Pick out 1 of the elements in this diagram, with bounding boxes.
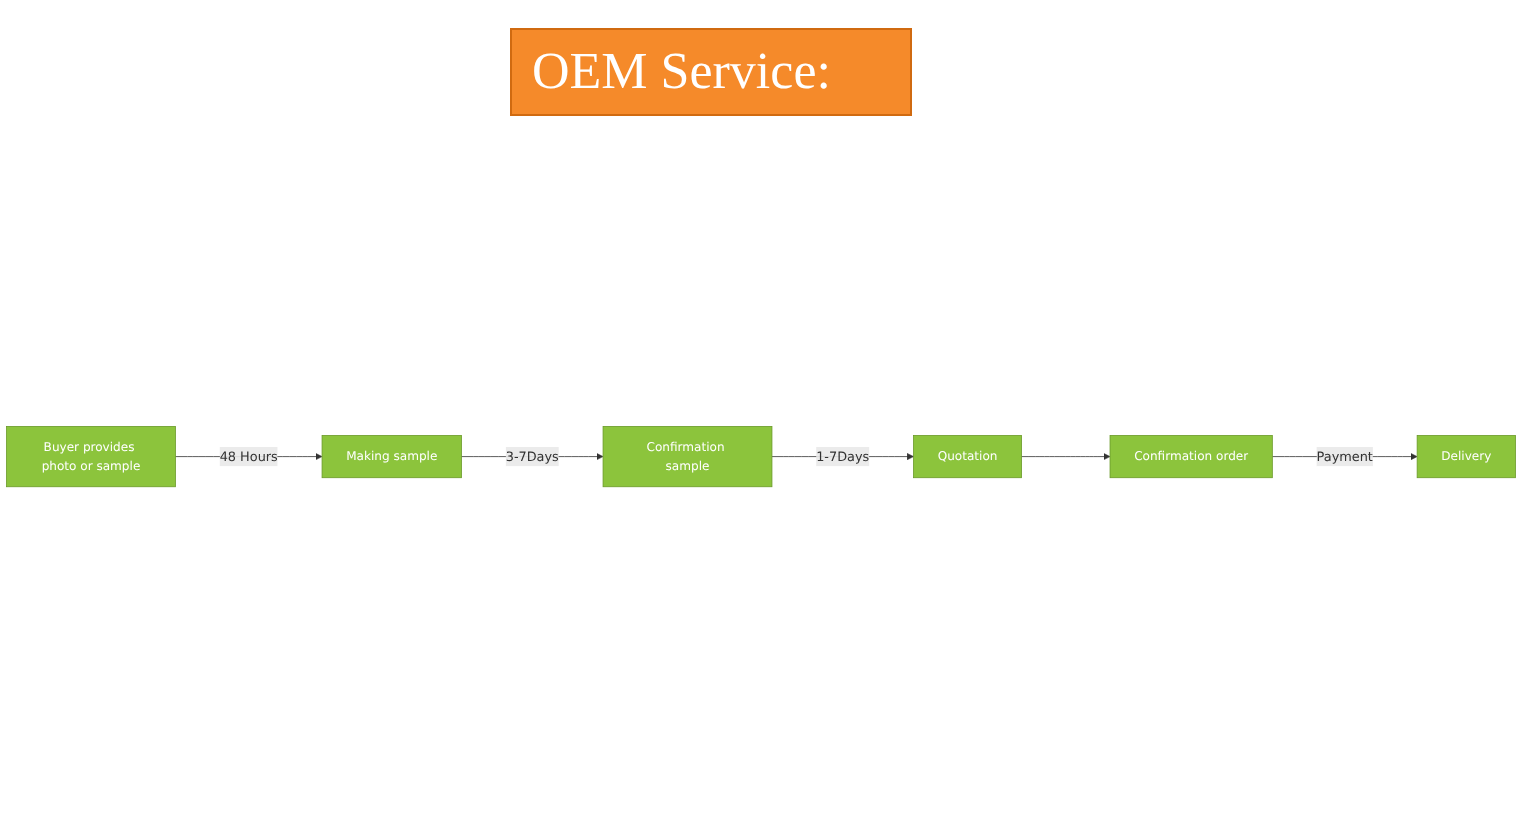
title-banner: OEM Service: (510, 28, 913, 116)
